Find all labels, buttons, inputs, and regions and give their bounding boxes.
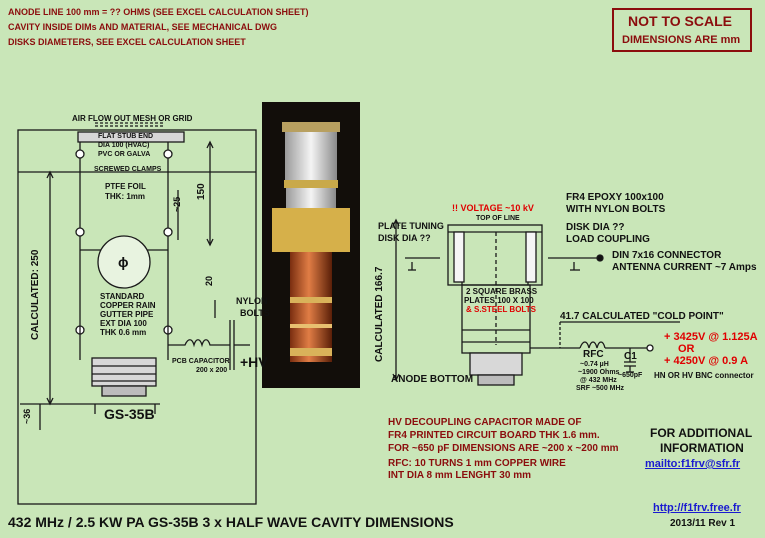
din-label-2: ANTENNA CURRENT ~7 Amps [612, 262, 757, 273]
hv-label: +HV [240, 354, 268, 370]
rfc-frequency: @ 432 MHz [580, 377, 617, 384]
stub-material-label: PVC OR GALVA [98, 151, 151, 158]
footer-title: 432 MHz / 2.5 KW PA GS-35B 3 x HALF WAVE… [8, 514, 454, 530]
phi-symbol: ɸ [118, 254, 129, 270]
rfc-label: RFC [583, 349, 604, 360]
cavity-photo [262, 102, 360, 388]
rfc-srf: SRF ~500 MHz [576, 385, 625, 392]
hv-note-3: FOR ~650 pF DIMENSIONS ARE ~200 x ~200 m… [388, 443, 619, 454]
cold-point-label: 41.7 CALCULATED "COLD POINT" [560, 311, 724, 322]
plate-tuning-label: PLATE TUNING [378, 221, 444, 231]
tube-label: GS-35B [104, 406, 155, 422]
hv-note-1: HV DECOUPLING CAPACITOR MADE OF [388, 417, 582, 428]
fr4-label-1: FR4 EPOXY 100x100 [566, 192, 664, 203]
dim-25-label: ~25 [172, 196, 182, 212]
din-label-1: DIN 7x16 CONNECTOR [612, 250, 722, 261]
footer-date: 2013/11 Rev 1 [670, 518, 736, 529]
brass-label-3: & S.STEEL BOLTS [466, 305, 536, 314]
pipe-label-3: GUTTER PIPE [100, 310, 154, 319]
ptfe-label: PTFE FOIL [105, 182, 146, 191]
cavity-photo-art [272, 122, 350, 362]
c1-label: C1 [624, 351, 637, 362]
header-line1: ANODE LINE 100 mm = ?? OHMS (SEE EXCEL C… [8, 7, 309, 17]
c1-value: ~650pF [618, 372, 643, 379]
ptfe-thk-label: THK: 1mm [105, 192, 146, 201]
tube-body [91, 357, 157, 387]
hv-note-2: FR4 PRINTED CIRCUIT BOARD THK 1.6 mm. [388, 430, 600, 441]
bolts-label: BOLTS [240, 308, 270, 318]
pipe-label-2: COPPER RAIN [100, 301, 156, 310]
calc-250-label: CALCULATED: 250 [30, 249, 41, 340]
stub-dia-label: DIA 100 (HVAC) [98, 142, 150, 149]
load-coupling-label: LOAD COUPLING [566, 234, 650, 245]
pcb-size-label: 200 x 200 [196, 367, 228, 374]
voltage-option-2: + 4250V @ 0.9 A [664, 355, 749, 367]
pipe-label-4: EXT DIA 100 [100, 319, 147, 328]
nylon-label: NYLON [236, 296, 268, 306]
pipe-label-1: STANDARD [100, 292, 145, 301]
voltage-or: OR [678, 343, 695, 355]
cavity-outline [17, 129, 257, 505]
plate-disk-label: DISK DIA ?? [378, 233, 431, 243]
top-of-line-label: TOP OF LINE [476, 215, 520, 222]
calc-166-label: CALCULATED 166.7 [374, 266, 385, 362]
mail-link[interactable]: mailto:f1frv@sfr.fr [645, 458, 741, 470]
disk-dia-label: DISK DIA ?? [566, 222, 625, 233]
hn-connector-label: HN OR HV BNC connector [654, 371, 754, 380]
stub-end-plate [77, 131, 185, 143]
air-flow-label: AIR FLOW OUT MESH OR GRID [72, 114, 193, 123]
scale-note-line1: NOT TO SCALE [628, 13, 732, 29]
scale-note-box [612, 8, 752, 52]
voltage-option-1: + 3425V @ 1.125A [664, 331, 758, 343]
fr4-label-2: WITH NYLON BOLTS [566, 204, 666, 215]
brass-label-1: 2 SQUARE BRASS [466, 287, 538, 296]
dim-150-label: 150 [196, 183, 207, 200]
header-line2: CAVITY INSIDE DIMs AND MATERIAL, SEE MEC… [8, 22, 278, 32]
rfc-note-1: RFC: 10 TURNS 1 mm COPPER WIRE [388, 458, 566, 469]
rfc-inductance: ~0.74 µH [580, 361, 609, 368]
info-line1: FOR ADDITIONAL [650, 426, 753, 440]
pipe-label-5: THK 0.6 mm [100, 328, 147, 337]
brass-label-2: PLATES 100 X 100 [464, 296, 534, 305]
rfc-note-2: INT DIA 8 mm LENGHT 30 mm [388, 470, 531, 481]
website-link[interactable]: http://f1frv.free.fr [653, 502, 741, 514]
stub-end-label: FLAT STUB END [98, 133, 154, 140]
dim-36-label: ~36 [22, 408, 32, 424]
scale-note-line2: DIMENSIONS ARE mm [622, 34, 741, 46]
anode-bottom-label: ANODE BOTTOM [391, 374, 474, 385]
dim-20-label: 20 [204, 275, 214, 286]
clamps-label: SCREWED CLAMPS [94, 166, 162, 173]
pcb-cap-label: PCB CAPACITOR [172, 358, 230, 365]
rfc-impedance: ~1900 Ohms [578, 369, 620, 376]
info-line2: INFORMATION [660, 441, 744, 455]
voltage-warning: !! VOLTAGE ~10 kV [452, 203, 534, 213]
header-line3: DISKS DIAMETERS, SEE EXCEL CALCULATION S… [8, 37, 246, 47]
